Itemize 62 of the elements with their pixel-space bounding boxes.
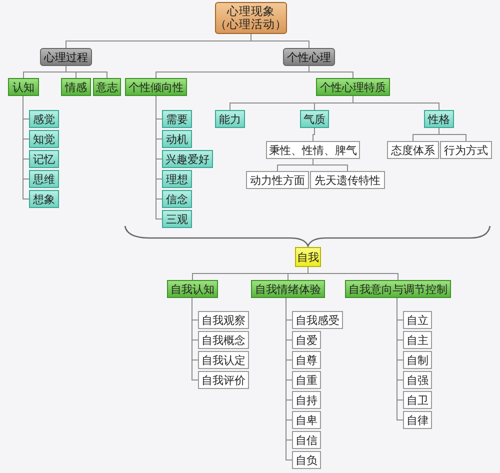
topic-box: 自我认定 xyxy=(198,351,249,369)
topic-box: 自尊 xyxy=(292,351,321,369)
topic-box: 动机 xyxy=(162,130,192,148)
topic-box: 自重 xyxy=(292,371,321,389)
topic-box: 自我意向与调节控制 xyxy=(345,280,451,298)
topic-box: 自爱 xyxy=(292,331,321,349)
topic-box: 知觉 xyxy=(29,130,59,148)
topic-box: 动力性方面 xyxy=(246,171,309,189)
topic-box: 自信 xyxy=(292,431,321,449)
connector-line xyxy=(312,158,348,172)
topic-box: 思维 xyxy=(29,170,59,188)
topic-box: 个性心理 xyxy=(283,48,335,66)
topic-box: 秉性、性情、脾气 xyxy=(266,141,360,159)
topic-box: 自主 xyxy=(403,331,432,349)
topic-box: 能力 xyxy=(215,110,245,128)
topic-box: 自我认知 xyxy=(167,280,218,298)
topic-box: 行为方式 xyxy=(440,141,492,159)
topic-label: （心理活动） xyxy=(215,18,287,31)
connector-line xyxy=(312,128,315,142)
topic-box: 兴趣爱好 xyxy=(162,150,213,168)
topic-box: 心理过程 xyxy=(40,48,92,66)
topic-box: 自我观察 xyxy=(198,311,249,329)
topic-box: 自我评价 xyxy=(198,371,249,389)
topic-box: 自卫 xyxy=(403,391,432,409)
topic-box: 自持 xyxy=(292,391,321,409)
topic-box: 理想 xyxy=(162,170,192,188)
topic-box: 气质 xyxy=(300,110,329,128)
topic-box: 情感 xyxy=(61,78,91,96)
topic-box: 认知 xyxy=(8,78,39,96)
topic-box: 个性倾向性 xyxy=(125,78,187,96)
topic-box: 自我感受 xyxy=(292,311,343,329)
topic-box: 三观 xyxy=(162,210,192,228)
topic-box: 先天遗传特性 xyxy=(310,171,385,189)
topic-box: 自我概念 xyxy=(198,331,249,349)
connector-line xyxy=(156,96,162,220)
topic-box: 性格 xyxy=(424,110,454,128)
topic-box: 自制 xyxy=(403,351,432,369)
topic-box: 自负 xyxy=(292,451,321,469)
connector-line xyxy=(192,298,198,380)
topic-box: 自律 xyxy=(403,411,432,429)
topic-box: 记忆 xyxy=(29,150,59,168)
connector-line xyxy=(308,266,398,280)
topic-box: 想象 xyxy=(29,190,59,208)
topic-box: 意志 xyxy=(93,78,121,96)
topic-box: 信念 xyxy=(162,190,192,208)
connector-line xyxy=(250,34,310,48)
connector-line xyxy=(22,96,30,200)
topic-box: 感觉 xyxy=(29,110,59,128)
connector-line xyxy=(308,66,354,78)
topic-box: 个性心理特质 xyxy=(316,78,390,96)
topic-box: 自卑 xyxy=(292,411,321,429)
connector-line xyxy=(66,66,108,78)
topic-box: 自我 xyxy=(295,247,321,267)
topic-box: 自强 xyxy=(403,371,432,389)
connector-line xyxy=(438,128,466,142)
topic-label: 心理现象 xyxy=(227,5,275,18)
root-topic-box xyxy=(215,2,287,34)
topic-box: 需要 xyxy=(162,110,192,128)
topic-box: 自立 xyxy=(403,311,432,329)
topic-box: 态度体系 xyxy=(387,141,439,159)
topic-box: 自我情绪体验 xyxy=(251,280,325,298)
connector-line xyxy=(396,298,404,420)
